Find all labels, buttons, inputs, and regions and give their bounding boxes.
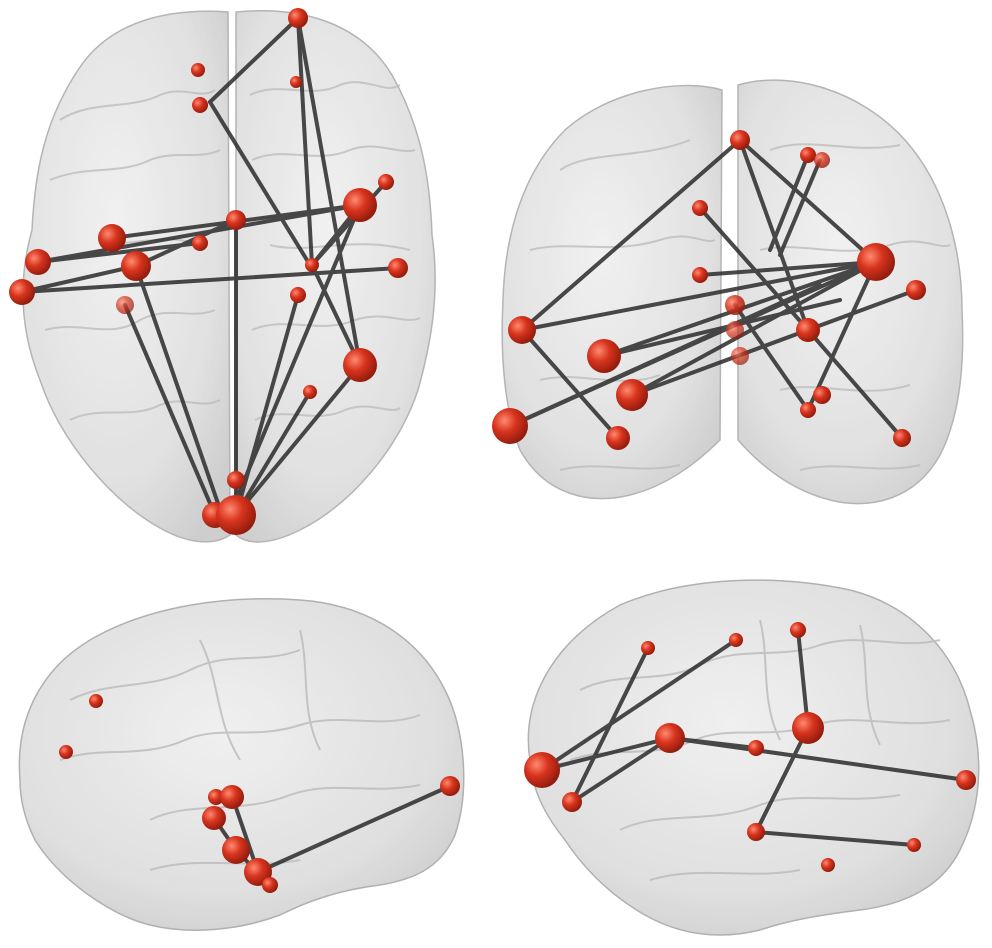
coronal-node [796, 318, 820, 342]
axial-node [116, 296, 134, 314]
axial-node [290, 76, 302, 88]
sagittal-left-node [222, 836, 250, 864]
axial-node [303, 385, 317, 399]
axial-node [98, 224, 126, 252]
axial-node [192, 235, 208, 251]
axial-node [343, 348, 377, 382]
axial-node [121, 251, 151, 281]
axial-nodes [9, 8, 408, 535]
coronal-node [587, 339, 621, 373]
axial-node [343, 188, 377, 222]
sagittal-right-node [655, 723, 685, 753]
sagittal-right-node [562, 792, 582, 812]
sagittal-left-nodes [59, 694, 460, 893]
coronal-node [906, 280, 926, 300]
coronal-node [492, 408, 528, 444]
sagittal-left-node [262, 877, 278, 893]
axial-node [288, 8, 308, 28]
sagittal-left-view [18, 598, 465, 931]
axial-node [191, 63, 205, 77]
coronal-gyri [529, 139, 951, 471]
sagittal-left-node [202, 806, 226, 830]
axial-node [305, 258, 319, 272]
coronal-node [692, 200, 708, 216]
axial-node [290, 287, 306, 303]
sagittal-right-nodes [524, 622, 976, 872]
sagittal-left-node [220, 785, 244, 809]
coronal-node [731, 347, 749, 365]
sagittal-right-node [747, 823, 765, 841]
coronal-node [893, 429, 911, 447]
coronal-node [726, 321, 744, 339]
sagittal-left-node [440, 776, 460, 796]
coronal-node [725, 295, 745, 315]
coronal-view [492, 79, 964, 505]
coronal-node [730, 130, 750, 150]
sagittal-right-node [790, 622, 806, 638]
coronal-nodes [492, 130, 926, 450]
coronal-node [800, 402, 816, 418]
axial-node [227, 471, 245, 489]
sagittal-right-view [524, 579, 980, 936]
coronal-left-hemisphere [501, 84, 723, 500]
sagittal-left-node [59, 745, 73, 759]
coronal-node [814, 152, 830, 168]
axial-node [388, 258, 408, 278]
sagittal-right-node [956, 770, 976, 790]
sagittal-left-brain [18, 598, 465, 931]
sagittal-right-node [907, 838, 921, 852]
axial-node [25, 249, 51, 275]
sagittal-right-node [524, 752, 560, 788]
coronal-node [692, 267, 708, 283]
sagittal-left-node [208, 789, 224, 805]
coronal-node [813, 386, 831, 404]
sagittal-right-node [748, 740, 764, 756]
sagittal-right-node [821, 858, 835, 872]
axial-node [378, 174, 394, 190]
sagittal-right-node [792, 712, 824, 744]
coronal-node [800, 147, 816, 163]
axial-node [9, 279, 35, 305]
sagittal-right-node [729, 633, 743, 647]
sagittal-right-gyri [569, 619, 951, 881]
axial-node [226, 210, 246, 230]
sagittal-right-edges [540, 628, 968, 847]
coronal-node [606, 426, 630, 450]
axial-view [9, 8, 436, 543]
sagittal-right-node [641, 641, 655, 655]
coronal-node [857, 243, 895, 281]
coronal-node [508, 316, 536, 344]
axial-node [216, 495, 256, 535]
sagittal-left-node [89, 694, 103, 708]
coronal-node [616, 379, 648, 411]
axial-edges [20, 16, 400, 517]
axial-node [192, 97, 208, 113]
